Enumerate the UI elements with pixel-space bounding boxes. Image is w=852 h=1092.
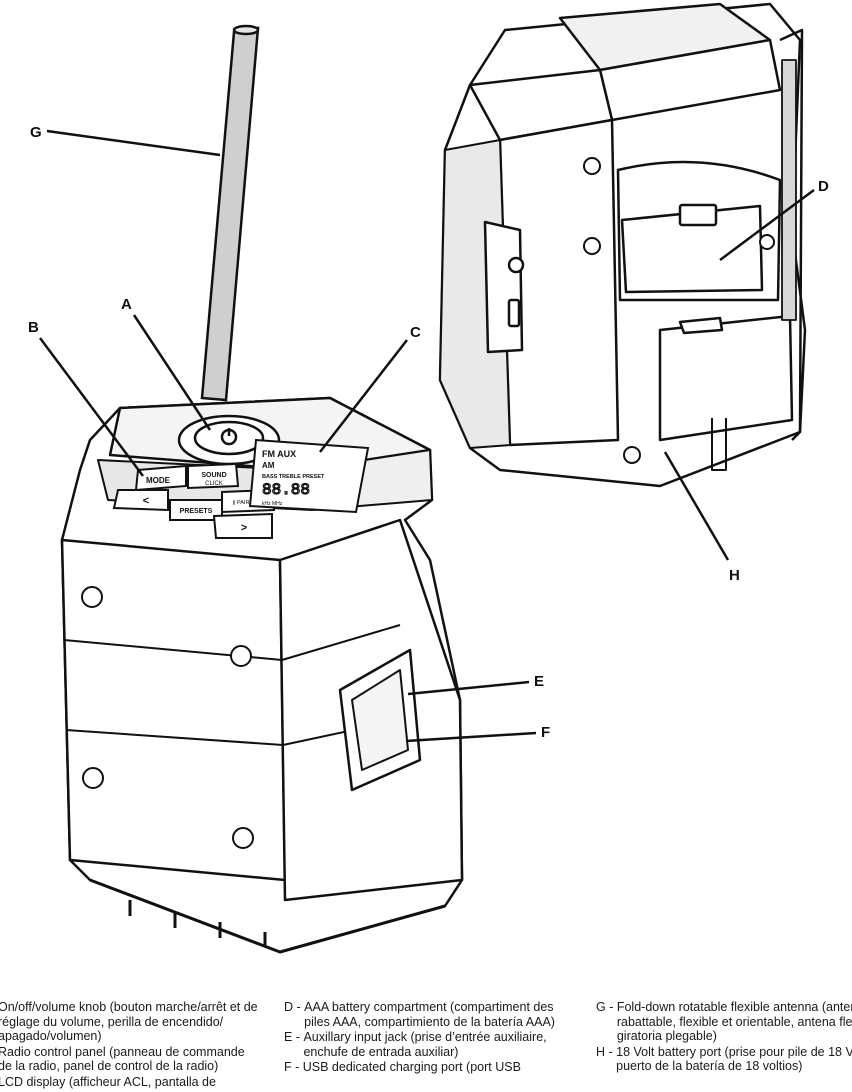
lcd-row-2: AM <box>262 461 275 470</box>
rear-view-radio <box>438 2 807 488</box>
legend-text: LCD display (afficheur ACL, pantalla de <box>0 1074 216 1089</box>
legend-column-1: On/off/volume knob (bouton marche/arrêt … <box>0 1000 260 1090</box>
legend-item: H - 18 Volt battery port (prise pour pil… <box>596 1045 852 1074</box>
bluetooth-label: ∦ PAIR/LINK <box>233 499 264 506</box>
prev-button[interactable] <box>112 489 169 512</box>
callout-f: F <box>541 724 550 741</box>
callout-h: H <box>729 567 740 584</box>
lcd-units: kHz MHz <box>262 501 283 507</box>
legend-key: G - <box>596 1000 617 1014</box>
next-label: > <box>241 522 247 534</box>
next-button[interactable] <box>212 512 273 539</box>
legend-item: LCD display (afficheur ACL, pantalla de <box>0 1075 260 1090</box>
radio-diagram: MODE SOUND CLICK < PRESETS ∦ PAIR/LINK >… <box>28 2 829 954</box>
click-label: CLICK <box>205 481 223 487</box>
legend-item: F - USB dedicated charging port (port US… <box>284 1060 566 1075</box>
legend-text: Radio control panel (panneau de commande… <box>0 1044 245 1074</box>
lcd-row-1: FM AUX <box>262 449 296 459</box>
lcd-row-3: BASS TREBLE PRESET <box>262 474 325 480</box>
legend-item: D - AAA battery compartment (compartimen… <box>284 1000 566 1029</box>
legend-item: On/off/volume knob (bouton marche/arrêt … <box>0 1000 260 1044</box>
prev-label: < <box>143 495 149 507</box>
callout-a: A <box>121 296 132 313</box>
presets-label: PRESETS <box>180 508 213 515</box>
callout-b: B <box>28 319 39 336</box>
legend-item: E - Auxillary input jack (prise d’entrée… <box>284 1030 566 1059</box>
callout-g: G <box>30 124 42 141</box>
callout-d: D <box>818 178 829 195</box>
legend-column-2: D - AAA battery compartment (compartimen… <box>284 1000 566 1076</box>
legend-text: USB dedicated charging port (port USB <box>302 1060 521 1074</box>
legend-text: On/off/volume knob (bouton marche/arrêt … <box>0 1000 258 1043</box>
legend-item: G - Fold-down rotatable flexible antenna… <box>596 1000 852 1044</box>
legend-text: Auxillary input jack (prise d’entrée aux… <box>303 1030 547 1059</box>
mode-button[interactable] <box>134 464 187 492</box>
mode-button-label: MODE <box>146 476 171 485</box>
antenna <box>200 24 260 402</box>
legend-column-3: G - Fold-down rotatable flexible antenna… <box>596 1000 852 1075</box>
legend-key: F - <box>284 1060 303 1074</box>
lcd-digits: 88.88 <box>262 481 310 499</box>
callout-e: E <box>534 673 544 690</box>
legend-text: AAA battery compartment (compartiment de… <box>304 1000 555 1029</box>
lcd-display: FM AUX AM BASS TREBLE PRESET 88.88 kHz M… <box>248 438 370 514</box>
legend-text: Fold-down rotatable flexible antenna (an… <box>616 1000 852 1043</box>
legend-text: 18 Volt battery port (prise pour pile de… <box>616 1044 852 1074</box>
legend-item: Radio control panel (panneau de commande… <box>0 1045 260 1074</box>
sound-label: SOUND <box>201 472 226 479</box>
legend-key: E - <box>284 1030 304 1044</box>
front-view-radio <box>60 396 464 954</box>
legend-key: H - <box>596 1044 617 1059</box>
leader-lines <box>38 129 815 743</box>
callout-labels: G A B C D H E F <box>28 124 829 741</box>
callout-c: C <box>410 324 421 341</box>
legend-key: D - <box>284 1000 305 1014</box>
sound-click-button[interactable] <box>187 462 240 490</box>
